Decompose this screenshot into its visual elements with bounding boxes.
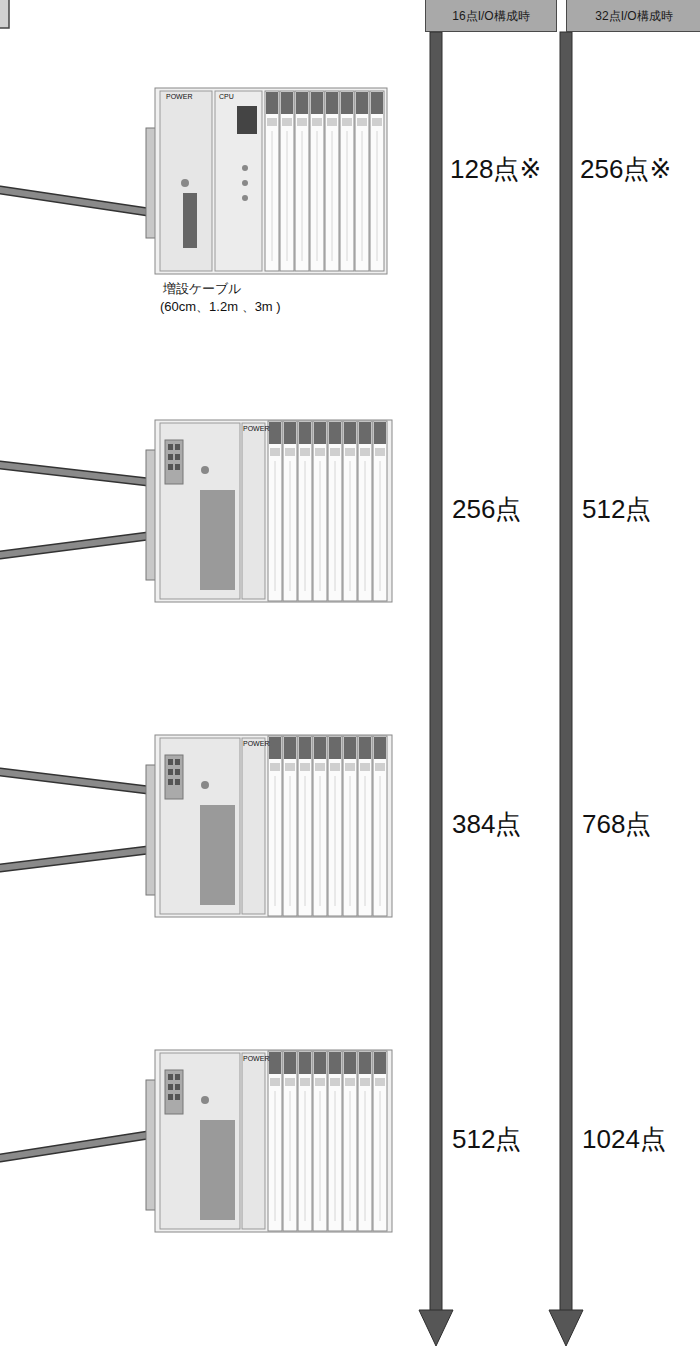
cpu-base-rack (146, 88, 387, 274)
extension-rack (146, 735, 392, 917)
point-count: 512点 (452, 1124, 521, 1155)
module-name: POWER (243, 425, 269, 433)
cable-label: 増設ケーブル (163, 281, 241, 297)
extension-cable (0, 190, 148, 1158)
point-count: 1024点 (582, 1124, 666, 1155)
point-count: 768点 (582, 809, 651, 840)
header-text: 32点I/O構成時 (595, 9, 672, 23)
extension-rack (146, 420, 392, 602)
point-count: 256点※ (580, 154, 671, 185)
module-name: POWER (166, 93, 192, 101)
point-count: 128点※ (450, 154, 541, 185)
point-count: 512点 (582, 494, 651, 525)
module-name: CPU (219, 93, 234, 101)
header-text: 16点I/O構成時 (452, 9, 529, 23)
cable-length: (60cm、1.2m 、3m ) (160, 299, 281, 315)
header-box: 32点I/O構成時 (566, 0, 700, 32)
point-count: 384点 (452, 809, 521, 840)
point-count: 256点 (452, 494, 521, 525)
extension-rack (146, 1050, 392, 1232)
count-arrow (549, 32, 583, 1346)
module-name: POWER (243, 740, 269, 748)
cut-box (0, 0, 9, 28)
header-box: 16点I/O構成時 (425, 0, 557, 32)
module-name: POWER (243, 1055, 269, 1063)
count-arrow (419, 32, 453, 1346)
